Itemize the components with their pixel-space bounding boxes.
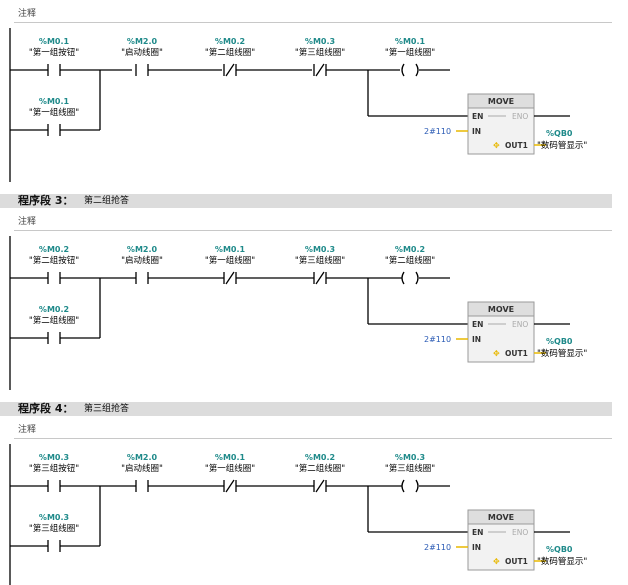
segment-subtitle: 第三组抢答: [84, 404, 130, 414]
move-out-tag: "数码管显示": [537, 348, 587, 359]
segment-4-header[interactable]: 程序段 4： 第三组抢答: [0, 402, 612, 416]
coil-tag: "第三组线圈": [385, 463, 435, 474]
contact-tag: "第二组线圈": [205, 47, 255, 58]
contact-address: %M2.0: [127, 37, 158, 46]
coil-tag: "第一组线圈": [385, 47, 435, 58]
segment-3-header[interactable]: 程序段 3： 第二组抢答: [0, 194, 612, 208]
comment-divider: [14, 22, 612, 23]
move-title: MOVE: [488, 97, 514, 106]
move-en: EN: [472, 528, 483, 537]
segment-title: 程序段 3：: [18, 194, 74, 207]
move-in-value: 2#110: [424, 543, 451, 552]
contact-address: %M2.0: [127, 245, 158, 254]
contact-nc-4[interactable]: %M0.3 "第三组线圈": [295, 37, 345, 77]
move-eno: ENO: [512, 112, 528, 121]
comment-label: 注释: [18, 217, 37, 227]
contact-tag: "第二组线圈": [295, 463, 345, 474]
contact-tag: "第一组线圈": [205, 463, 255, 474]
contact-address: %M0.1: [39, 97, 70, 106]
contact-tag: "第三组线圈": [295, 47, 345, 58]
output-pin-icon: ✥: [493, 141, 500, 150]
contact-tag: "第三组线圈": [29, 523, 79, 534]
move-title: MOVE: [488, 305, 514, 314]
segment-title: 程序段 4：: [18, 402, 74, 415]
ladder-network-2[interactable]: %M0.1 "第一组按钮" %M2.0 "启动线圈" %M0.2 "第二组线圈"…: [0, 24, 628, 194]
move-eno: ENO: [512, 528, 528, 537]
move-en: EN: [472, 112, 483, 121]
contact-tag: "第一组按钮": [29, 47, 79, 58]
contact-address: %M0.1: [215, 453, 246, 462]
move-out: OUT1: [505, 349, 528, 358]
contact-tag: "启动线圈": [121, 47, 163, 58]
contact-address: %M0.3: [305, 37, 335, 46]
move-block[interactable]: MOVE EN ENO IN ✥ OUT1: [467, 301, 535, 363]
contact-tag: "启动线圈": [121, 255, 163, 266]
contact-address: %M0.1: [39, 37, 70, 46]
contact-address: %M0.3: [39, 453, 69, 462]
contact-tag: "第一组线圈": [205, 255, 255, 266]
move-out-address: %QB0: [546, 545, 573, 554]
coil-output[interactable]: %M0.1 "第一组线圈": [385, 37, 435, 77]
move-out-address: %QB0: [546, 129, 573, 138]
contact-tag: "第二组线圈": [29, 315, 79, 326]
coil-address: %M0.3: [395, 453, 425, 462]
contact-tag: "第一组线圈": [29, 107, 79, 118]
output-pin-icon: ✥: [493, 349, 500, 358]
ladder-network-4[interactable]: %M0.3 "第三组按钮" %M2.0 "启动线圈" %M0.1 "第一组线圈"…: [0, 440, 628, 585]
coil-output[interactable]: %M0.3 "第三组线圈": [385, 453, 435, 493]
move-in-value: 2#110: [424, 335, 451, 344]
contact-address: %M0.1: [215, 245, 246, 254]
coil-address: %M0.1: [395, 37, 426, 46]
output-pin-icon: ✥: [493, 557, 500, 566]
move-out: OUT1: [505, 557, 528, 566]
contact-tag: "第三组线圈": [295, 255, 345, 266]
contact-address: %M0.2: [39, 305, 69, 314]
contact-nc-4[interactable]: %M0.2 "第二组线圈": [295, 453, 345, 493]
move-en: EN: [472, 320, 483, 329]
move-out-tag: "数码管显示": [537, 556, 587, 567]
move-out-tag: "数码管显示": [537, 140, 587, 151]
comment-label: 注释: [18, 425, 37, 435]
move-eno: ENO: [512, 320, 528, 329]
contact-tag: "第三组按钮": [29, 463, 79, 474]
move-in-value: 2#110: [424, 127, 451, 136]
comment-divider: [14, 438, 612, 439]
move-title: MOVE: [488, 513, 514, 522]
contact-tag: "启动线圈": [121, 463, 163, 474]
move-in: IN: [472, 127, 481, 136]
comment-divider: [14, 230, 612, 231]
contact-address: %M0.2: [39, 245, 69, 254]
contact-address: %M2.0: [127, 453, 158, 462]
move-in: IN: [472, 335, 481, 344]
branch-contact[interactable]: %M0.3 "第三组线圈": [29, 513, 79, 552]
branch-contact[interactable]: %M0.1 "第一组线圈": [29, 97, 79, 136]
branch-contact[interactable]: %M0.2 "第二组线圈": [29, 305, 79, 344]
coil-tag: "第二组线圈": [385, 255, 435, 266]
contact-tag: "第二组按钮": [29, 255, 79, 266]
ladder-network-3[interactable]: %M0.2 "第二组按钮" %M2.0 "启动线圈" %M0.1 "第一组线圈"…: [0, 232, 628, 402]
contact-address: %M0.3: [305, 245, 335, 254]
contact-address: %M0.2: [305, 453, 335, 462]
contact-nc-4[interactable]: %M0.3 "第三组线圈": [295, 245, 345, 285]
move-out-address: %QB0: [546, 337, 573, 346]
coil-address: %M0.2: [395, 245, 425, 254]
segment-subtitle: 第二组抢答: [84, 196, 130, 206]
move-block[interactable]: MOVE EN ENO IN ✥ OUT1: [467, 509, 535, 571]
contact-address: %M0.3: [39, 513, 69, 522]
contact-address: %M0.2: [215, 37, 245, 46]
coil-output[interactable]: %M0.2 "第二组线圈": [385, 245, 435, 285]
move-out: OUT1: [505, 141, 528, 150]
move-block[interactable]: MOVE EN ENO IN ✥ OUT1: [467, 93, 535, 155]
comment-label: 注释: [18, 9, 37, 19]
move-in: IN: [472, 543, 481, 552]
